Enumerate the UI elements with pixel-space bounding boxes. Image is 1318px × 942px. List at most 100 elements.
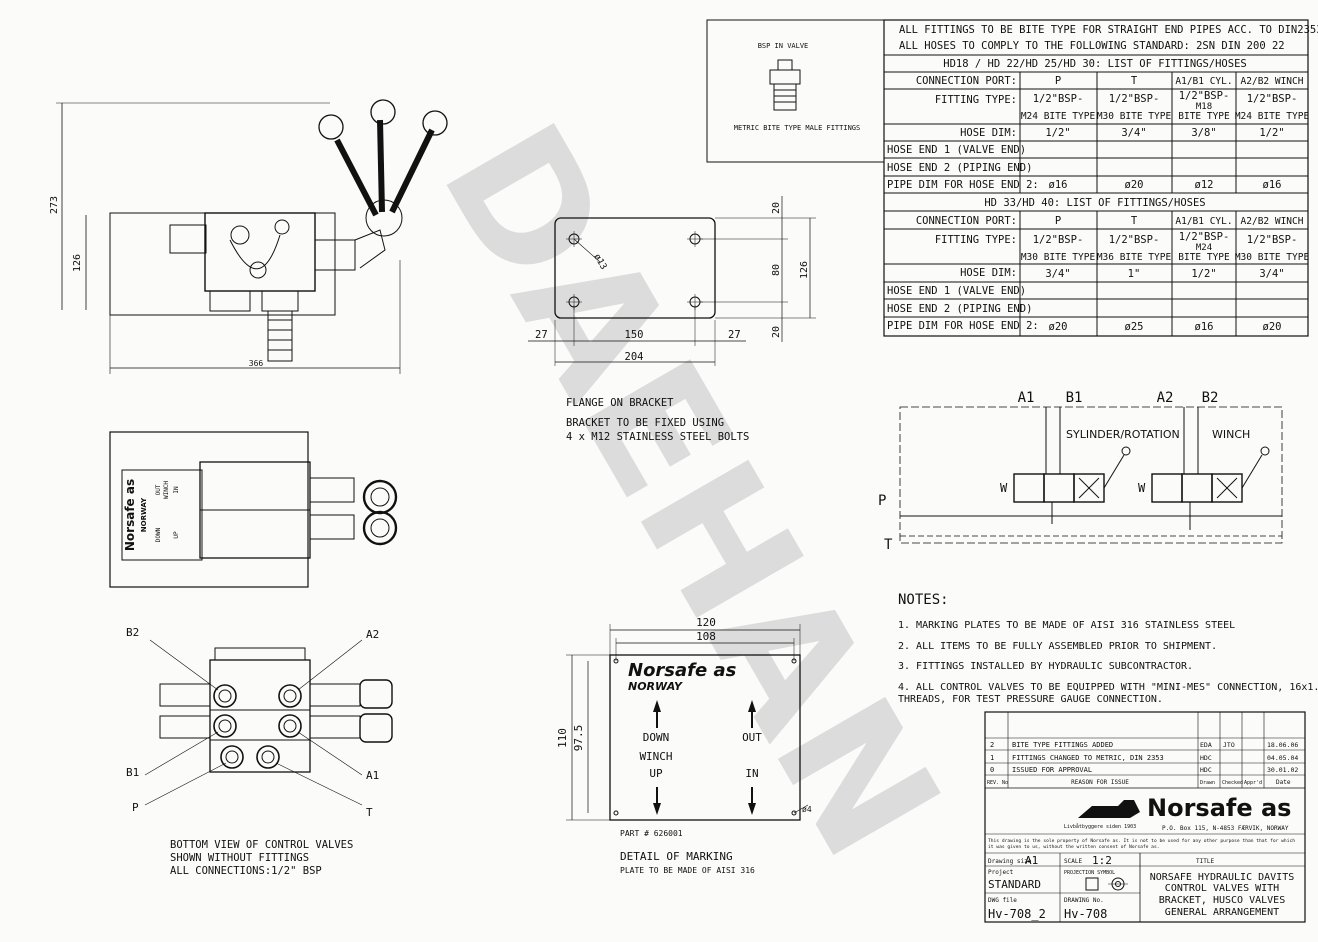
project-value: STANDARD: [988, 878, 1041, 891]
s2-fitting-bottom: M30 BITE TYPE: [1235, 252, 1310, 263]
rev-date: 30.01.02: [1267, 766, 1298, 774]
s2-hose-dim: 1/2": [1191, 268, 1216, 280]
dim-marking-height: 110: [556, 728, 569, 748]
flange-note-2: BRACKET TO BE FIXED USING: [566, 417, 724, 429]
disclaimer-1: This drawing is the sole property of Nor…: [988, 838, 1295, 844]
schematic-t: T: [884, 537, 893, 553]
s1-port: P: [1055, 75, 1061, 87]
drawing-value: Hv-708: [1064, 907, 1107, 921]
rev-date: 04.05.04: [1267, 754, 1298, 762]
rev-drawn: HDC: [1200, 766, 1212, 774]
bottom-label-a1: A1: [366, 769, 379, 782]
note-item: 2. ALL ITEMS TO BE FULLY ASSEMBLED PRIOR…: [898, 641, 1217, 652]
marking-caption-1: DETAIL OF MARKING: [620, 850, 733, 863]
disclaimer-2: it was given to us, without the written …: [988, 844, 1159, 850]
s2-port: A2/B2 WINCH: [1241, 216, 1304, 227]
size-label: Drawing size: [988, 858, 1032, 865]
title-line: CONTROL VALVES WITH: [1165, 883, 1279, 894]
spring-icon: W: [1138, 481, 1146, 495]
title-block: 2 BITE TYPE FITTINGS ADDED EDA JTO 18.06…: [984, 711, 1306, 923]
dim-side-body: 126: [72, 254, 83, 272]
bottom-label-b2: B2: [126, 626, 139, 639]
dim-flange-height: 126: [799, 261, 810, 279]
bottom-label-p: P: [132, 801, 139, 814]
s1-pipe-dim: ø16: [1049, 179, 1068, 191]
rev-header-approved: Appr'd: [1244, 780, 1262, 786]
s1-port: A2/B2 WINCH: [1241, 76, 1304, 87]
s1-fitting-top: 1/2"BSP-: [1247, 93, 1298, 105]
s2-fitting-top: 1/2"BSP-: [1179, 231, 1230, 243]
s2-pipe-dim: ø25: [1125, 321, 1144, 333]
bottom-caption-3: ALL CONNECTIONS:1/2" BSP: [170, 865, 322, 877]
project-label: Project: [988, 869, 1014, 876]
s2-pipe-dim: ø20: [1263, 321, 1282, 333]
marking-in: IN: [745, 767, 758, 780]
s1-fitting-top: 1/2"BSP-: [1109, 93, 1160, 105]
bottom-label-b1: B1: [126, 766, 139, 779]
s2-hose-dim: 3/4": [1045, 268, 1070, 280]
s2-fitting-bottom: BITE TYPE: [1178, 252, 1230, 263]
s1-hose-dim: 1/2": [1045, 127, 1070, 139]
dim-side-height: 273: [49, 196, 60, 214]
spring-icon: W: [1000, 481, 1008, 495]
s2-label-connection: CONNECTION PORT:: [916, 215, 1017, 227]
marking-caption-2: PLATE TO BE MADE OF AISI 316: [620, 866, 755, 875]
s1-fitting-bottom: M30 BITE TYPE: [1097, 111, 1172, 122]
s2-fitting-top: 1/2"BSP-: [1033, 234, 1084, 246]
top-view-valve: Norsafe as NORWAY OUT WINCH DOWN IN UP: [109, 431, 398, 588]
top-view-in: IN: [173, 486, 180, 494]
note-item: 3. FITTINGS INSTALLED BY HYDRAULIC SUBCO…: [898, 661, 1193, 672]
marking-down: DOWN: [643, 731, 670, 744]
s1-label-fitting: FITTING TYPE:: [935, 94, 1017, 106]
s1-label-hose-end1: HOSE END 1 (VALVE END): [887, 144, 1026, 156]
s2-hose-dim: 3/4": [1259, 268, 1284, 280]
s2-fitting-mid: M24: [1196, 243, 1212, 253]
title-line: BRACKET, HUSCO VALVES: [1159, 895, 1285, 906]
top-view-brand: Norsafe as: [123, 479, 137, 551]
s1-label-hose: HOSE DIM:: [960, 127, 1017, 139]
s2-fitting-top: 1/2"BSP-: [1109, 234, 1160, 246]
rev-header-rev: REV. No: [987, 780, 1008, 786]
bottom-label-t: T: [366, 806, 373, 819]
marking-out: OUT: [742, 731, 762, 744]
table-header-line1: ALL FITTINGS TO BE BITE TYPE FOR STRAIGH…: [899, 24, 1318, 36]
dwg-label: DWG file: [988, 897, 1017, 904]
side-view-valve: 273 126 366: [49, 99, 448, 374]
rev-number: 1: [990, 754, 994, 762]
size-value: A1: [1025, 854, 1038, 867]
s1-fitting-top: 1/2"BSP-: [1179, 90, 1230, 102]
scale-label: SCALE: [1064, 858, 1082, 865]
rev-reason: ISSUED FOR APPROVAL: [1012, 766, 1092, 774]
marking-plate: Norsafe as NORWAY DOWN OUT WINCH UP IN 1…: [556, 616, 812, 875]
rev-reason: BITE TYPE FITTINGS ADDED: [1012, 741, 1113, 749]
dim-marking-inner-h: 97.5: [572, 725, 585, 752]
s2-label-hose: HOSE DIM:: [960, 267, 1017, 279]
s1-pipe-dim: ø20: [1125, 179, 1144, 191]
dim-flange-top: 20: [771, 202, 782, 214]
s2-port: T: [1131, 215, 1138, 227]
s1-fitting-top: 1/2"BSP-: [1033, 93, 1084, 105]
company-address: P.O. Box 115, N-4853 FÆRVIK, NORWAY: [1162, 825, 1289, 832]
top-view-down: DOWN: [155, 527, 162, 542]
flange-note-3: 4 x M12 STAINLESS STEEL BOLTS: [566, 431, 749, 443]
s1-label-hose-end2: HOSE END 2 (PIPING END): [887, 162, 1032, 174]
s2-label-fitting: FITTING TYPE:: [935, 234, 1017, 246]
rev-reason: FITTINGS CHANGED TO METRIC, DIN 2353: [1012, 754, 1164, 762]
s2-label-pipe: PIPE DIM FOR HOSE END 2:: [887, 320, 1039, 332]
hydraulic-schematic: A1 B1 A2 B2 SYLINDER/ROTATION WINCH W W …: [878, 390, 1283, 553]
s2-fitting-bottom: M36 BITE TYPE: [1097, 252, 1172, 263]
fitting-sketch: BSP IN VALVE METRIC BITE TYPE MALE FITTI…: [706, 19, 885, 163]
bottom-caption-2: SHOWN WITHOUT FITTINGS: [170, 852, 309, 864]
note-item: 1. MARKING PLATES TO BE MADE OF AISI 316…: [898, 620, 1235, 631]
rev-drawn: HDC: [1200, 754, 1212, 762]
section2-title: HD 33/HD 40: LIST OF FITTINGS/HOSES: [984, 197, 1205, 209]
dim-flange-mid-v: 80: [771, 264, 782, 276]
s2-pipe-dim: ø16: [1195, 321, 1214, 333]
schematic-a1: A1: [1018, 390, 1035, 406]
s2-label-hose-end1: HOSE END 1 (VALVE END): [887, 285, 1026, 297]
s1-hose-dim: 3/4": [1121, 127, 1146, 139]
dim-side-length: 366: [249, 359, 264, 368]
fitting-table: ALL FITTINGS TO BE BITE TYPE FOR STRAIGH…: [883, 19, 1318, 337]
